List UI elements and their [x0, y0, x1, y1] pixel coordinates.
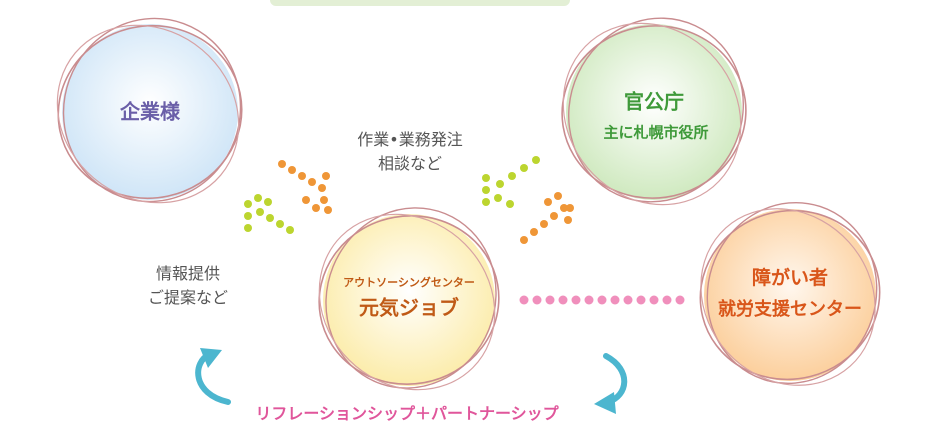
company-label: 企業様	[120, 99, 180, 124]
government-subtitle: 主に札幌市役所	[603, 123, 709, 142]
caption-info-line2: ご提案など	[147, 288, 229, 307]
center-circle	[318, 207, 500, 391]
dot-arrow-company-to-center	[278, 160, 332, 214]
support-circle	[699, 201, 881, 386]
caption-info: 情報提供 ご提案など	[148, 262, 228, 310]
caption-order: 作業•業務発注 相談など	[357, 128, 462, 176]
top-accent-bar	[270, 0, 570, 6]
relationship-partnership-label: リフレーションシップ＋パートナーシップ	[255, 404, 559, 423]
company-circle	[56, 17, 243, 204]
dot-arrow-government-to-center	[520, 192, 574, 244]
caption-order-line2: 相談など	[377, 154, 443, 173]
center-title: 元気ジョブ	[359, 295, 459, 320]
support-title-line2: 就労支援センター	[718, 299, 862, 320]
dot-arrow-center-to-government	[482, 156, 540, 208]
government-circle	[561, 17, 747, 206]
support-title-line1: 障がい者	[751, 267, 829, 289]
dot-link-center-support	[519, 295, 685, 305]
government-title: 官公庁	[624, 89, 684, 114]
caption-order-line1: 作業•業務発注	[357, 130, 463, 149]
center-subtitle: アウトソーシングセンター	[343, 276, 475, 289]
dot-arrow-center-to-company	[244, 194, 294, 234]
cycle-arrow-left-icon	[195, 348, 231, 405]
caption-info-line1: 情報提供	[155, 264, 221, 283]
cycle-arrow-right-icon	[594, 353, 628, 414]
